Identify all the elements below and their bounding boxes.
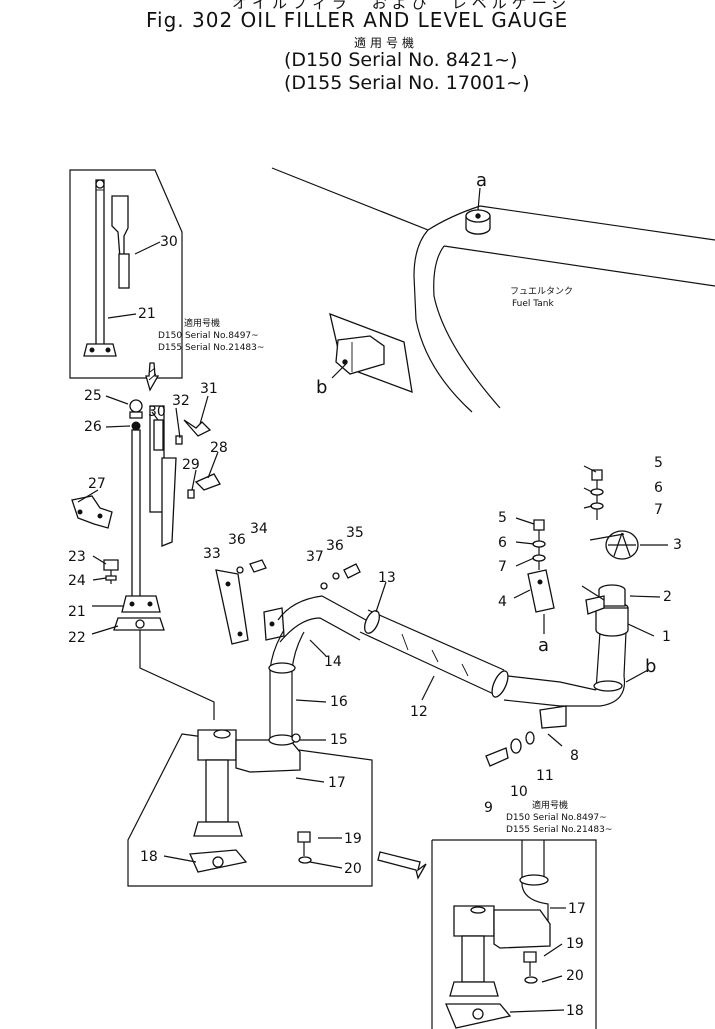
callout-36-left: 36 [228,532,246,548]
lower-left-inset [127,729,373,887]
callout-16: 16 [330,694,348,710]
direction-arrow-upper [145,362,160,392]
ref-letter-b-tank: b [316,377,327,398]
callout-15: 15 [330,732,348,748]
lower-inset-applicable-label: 適用号機 [532,799,568,811]
callout-18-inset: 18 [566,1003,584,1019]
upper-inset-serial-2: D155 Serial No.21483~ [158,343,264,353]
callout-14: 14 [324,654,342,670]
lower-inset-serial-1: D150 Serial No.8497~ [506,813,607,823]
fuel-tank [271,167,715,413]
callout-7-lower: 7 [498,559,507,575]
fuel-tank-label-en: Fuel Tank [512,299,555,309]
callout-10: 10 [510,784,528,800]
callout-19-inset: 19 [566,936,584,952]
callout-9: 9 [484,800,493,816]
serial-line-d155: (D155 Serial No. 17001~) [284,72,530,94]
callout-17-inset: 17 [568,901,586,917]
ref-letter-a-bracket: a [538,635,549,656]
callout-5-lower: 5 [498,510,507,526]
callout-26: 26 [84,419,102,435]
callout-6-upper: 6 [654,480,663,496]
callout-28: 28 [210,440,228,456]
callout-36-right: 36 [326,538,344,554]
japanese-title: オイルフィラ および レベルゲージ [232,0,572,12]
callout-32: 32 [172,393,190,409]
callout-19: 19 [344,831,362,847]
callout-29: 29 [182,457,200,473]
callout-27: 27 [88,476,106,492]
callout-5-upper: 5 [654,455,663,471]
callout-17: 17 [328,775,346,791]
callout-8: 8 [570,748,579,764]
upper-left-inset [69,169,183,379]
ref-letter-b-pipe: b [645,656,656,677]
callout-11: 11 [536,768,554,784]
callout-3: 3 [673,537,682,553]
callout-20: 20 [344,861,362,877]
callout-6-lower: 6 [498,535,507,551]
callout-21: 21 [68,604,86,620]
callout-33: 33 [203,546,221,562]
callout-4: 4 [498,594,507,610]
callout-25: 25 [84,388,102,404]
callout-12: 12 [410,704,428,720]
callout-22: 22 [68,630,86,646]
applicable-label: 適用号機 [354,36,419,50]
callout-34: 34 [250,521,268,537]
callout-31: 31 [200,381,218,397]
callout-13: 13 [378,570,396,586]
callout-37: 37 [306,549,324,565]
callout-20-inset: 20 [566,968,584,984]
lower-right-inset [431,839,597,1029]
callout-18: 18 [140,849,158,865]
fuel-tank-label-jp: フュエルタンク [510,286,573,297]
callout-30: 30 [148,404,166,420]
callout-23: 23 [68,549,86,565]
ref-letter-a-tank: a [476,170,487,191]
callout-2: 2 [663,589,672,605]
upper-inset-serial-1: D150 Serial No.8497~ [158,331,259,341]
callout-24: 24 [68,573,86,589]
serial-line-d150: (D150 Serial No. 8421~) [284,49,518,71]
upper-inset-applicable-label: 適用号機 [184,317,220,329]
level-gauge-assembly [71,395,221,720]
figure-title: Fig. 302 OIL FILLER AND LEVEL GAUGE [146,8,569,32]
oil-filler-pipe-run [215,465,668,767]
lower-inset-serial-2: D155 Serial No.21483~ [506,825,612,835]
callout-1: 1 [662,629,671,645]
callout-7-upper: 7 [654,502,663,518]
callout-30-inset: 30 [160,234,178,250]
direction-arrow-lower [377,851,427,880]
callout-21-inset: 21 [138,306,156,322]
callout-35: 35 [346,525,364,541]
